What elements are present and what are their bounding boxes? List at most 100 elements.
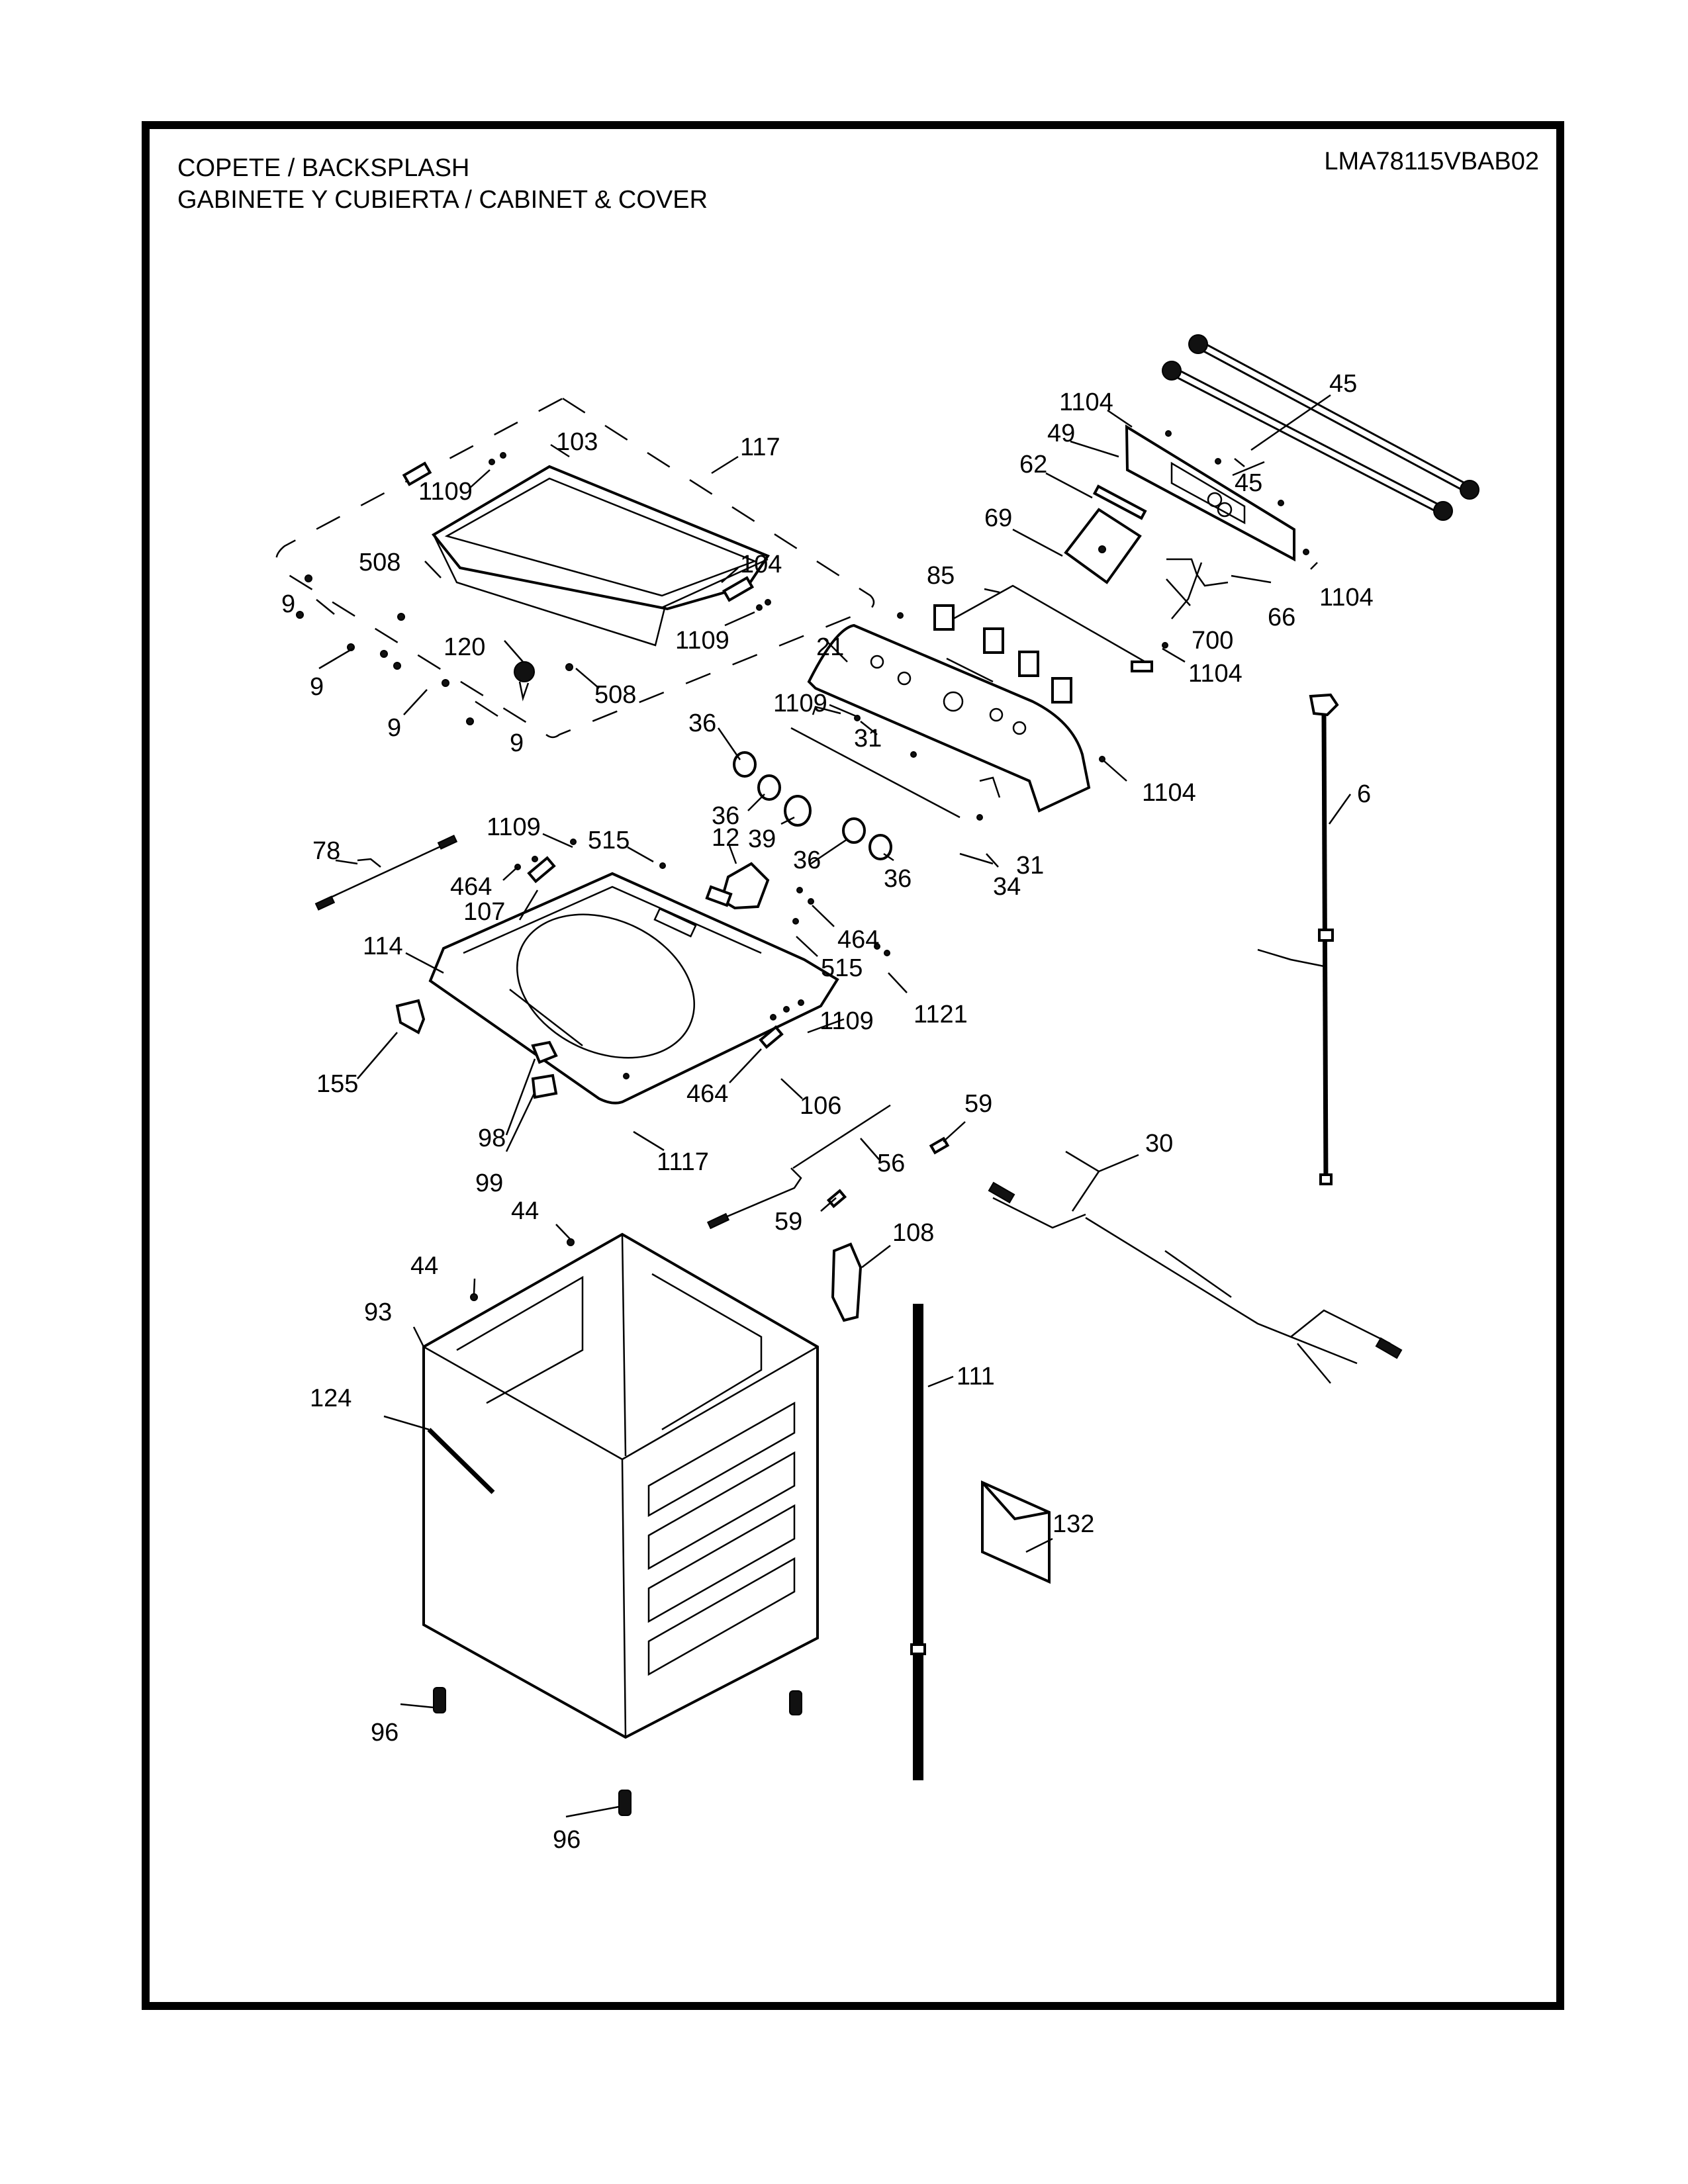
label-464b: 464 bbox=[837, 926, 879, 954]
leveling-feet-96 bbox=[433, 1687, 802, 1816]
label-1104b: 1104 bbox=[1319, 584, 1374, 612]
label-45a: 45 bbox=[1329, 370, 1357, 398]
frame-fasteners bbox=[514, 839, 890, 1079]
connector-59b bbox=[826, 1189, 847, 1208]
bracket-108 bbox=[831, 1242, 863, 1322]
label-464c: 464 bbox=[686, 1080, 728, 1108]
harness-30 bbox=[988, 1150, 1403, 1384]
label-99: 99 bbox=[475, 1169, 503, 1197]
backsplash-screws bbox=[854, 430, 1309, 821]
label-12: 12 bbox=[712, 824, 739, 852]
drain-hose-111 bbox=[910, 1304, 926, 1780]
label-464a: 464 bbox=[450, 873, 492, 901]
label-1109a: 1109 bbox=[418, 478, 473, 506]
literature-132 bbox=[981, 1480, 1051, 1584]
label-120: 120 bbox=[444, 633, 485, 661]
label-508b: 508 bbox=[594, 681, 636, 709]
cabinet-93 bbox=[422, 1232, 819, 1739]
label-62: 62 bbox=[1019, 451, 1047, 478]
label-1104c: 1104 bbox=[1188, 660, 1243, 688]
label-69: 69 bbox=[984, 504, 1012, 532]
label-104: 104 bbox=[740, 551, 782, 578]
label-39: 39 bbox=[748, 825, 776, 853]
label-85: 85 bbox=[927, 562, 955, 590]
label-107: 107 bbox=[463, 898, 505, 926]
harness-85 bbox=[933, 584, 1153, 704]
console-21 bbox=[807, 623, 1091, 813]
part-99 bbox=[531, 1073, 558, 1099]
label-44a: 44 bbox=[511, 1197, 539, 1225]
page-frame bbox=[142, 121, 1564, 2010]
label-155: 155 bbox=[316, 1070, 358, 1098]
screw-44a bbox=[567, 1238, 575, 1246]
label-108: 108 bbox=[892, 1219, 934, 1247]
part-98 bbox=[531, 1040, 558, 1064]
label-93: 93 bbox=[364, 1298, 392, 1326]
hinge-103 bbox=[402, 461, 432, 486]
label-508a: 508 bbox=[359, 549, 400, 576]
leader-lines bbox=[316, 394, 1352, 1818]
label-31a: 31 bbox=[854, 725, 882, 752]
label-117: 117 bbox=[740, 433, 780, 461]
control-board-69 bbox=[1064, 508, 1142, 584]
label-66: 66 bbox=[1268, 604, 1295, 631]
dispenser-155 bbox=[395, 999, 426, 1034]
label-9b: 9 bbox=[310, 673, 324, 701]
label-59a: 59 bbox=[964, 1090, 992, 1118]
label-49: 49 bbox=[1047, 420, 1075, 447]
label-106: 106 bbox=[800, 1092, 841, 1120]
label-31b: 31 bbox=[1016, 852, 1044, 880]
label-1104d: 1104 bbox=[1142, 779, 1196, 807]
model-number: LMA78115VBAB02 bbox=[1324, 148, 1539, 175]
trim-31 bbox=[812, 705, 1001, 798]
label-96a: 96 bbox=[371, 1719, 399, 1747]
label-1117: 1117 bbox=[657, 1148, 709, 1176]
switch-107 bbox=[527, 856, 556, 884]
cover-fasteners bbox=[296, 452, 771, 725]
label-36c: 36 bbox=[793, 846, 821, 874]
inlet-hose-45 bbox=[1162, 334, 1479, 521]
label-98: 98 bbox=[478, 1124, 506, 1152]
label-36a: 36 bbox=[688, 709, 716, 737]
label-36d: 36 bbox=[884, 865, 912, 893]
label-1121: 1121 bbox=[914, 1001, 968, 1028]
title-cabinet-cover: GABINETE Y CUBIERTA / CABINET & COVER bbox=[177, 186, 708, 214]
label-34: 34 bbox=[993, 873, 1021, 901]
top-lid bbox=[431, 465, 771, 647]
label-515a: 515 bbox=[588, 827, 630, 854]
power-cord-6 bbox=[1257, 693, 1339, 1185]
screw-44b bbox=[470, 1293, 478, 1301]
label-9c: 9 bbox=[387, 714, 401, 742]
label-114: 114 bbox=[363, 933, 403, 960]
title-backsplash: COPETE / BACKSPLASH bbox=[177, 154, 470, 182]
label-6: 6 bbox=[1357, 780, 1371, 808]
label-96b: 96 bbox=[553, 1826, 581, 1854]
label-700: 700 bbox=[1192, 627, 1233, 655]
label-30: 30 bbox=[1145, 1130, 1173, 1158]
harness-56 bbox=[706, 1104, 891, 1230]
label-9d: 9 bbox=[510, 729, 524, 757]
label-9a: 9 bbox=[281, 590, 295, 618]
cover-assembly-boundary bbox=[275, 397, 875, 739]
label-21: 21 bbox=[816, 633, 844, 661]
strip-124 bbox=[427, 1428, 495, 1494]
trim-bar-34 bbox=[790, 727, 961, 819]
rear-panel-49 bbox=[1125, 424, 1295, 562]
label-1109e: 1109 bbox=[820, 1007, 874, 1035]
label-124: 124 bbox=[310, 1385, 352, 1412]
label-132: 132 bbox=[1053, 1510, 1094, 1538]
hinge-104 bbox=[722, 576, 755, 602]
switch-106 bbox=[759, 1025, 784, 1049]
part-labels: 45 45 1104 49 62 69 1104 66 85 700 1104 … bbox=[281, 370, 1374, 1854]
lid-lock-120 bbox=[514, 661, 535, 702]
harness-66 bbox=[1166, 558, 1229, 619]
label-44b: 44 bbox=[410, 1252, 438, 1280]
connector-59a bbox=[929, 1136, 950, 1155]
water-valve-12 bbox=[705, 862, 770, 910]
label-1109d: 1109 bbox=[487, 813, 541, 841]
label-1109c: 1109 bbox=[773, 690, 827, 717]
label-56: 56 bbox=[877, 1150, 905, 1177]
label-45b: 45 bbox=[1235, 469, 1262, 497]
label-111: 111 bbox=[957, 1363, 995, 1390]
